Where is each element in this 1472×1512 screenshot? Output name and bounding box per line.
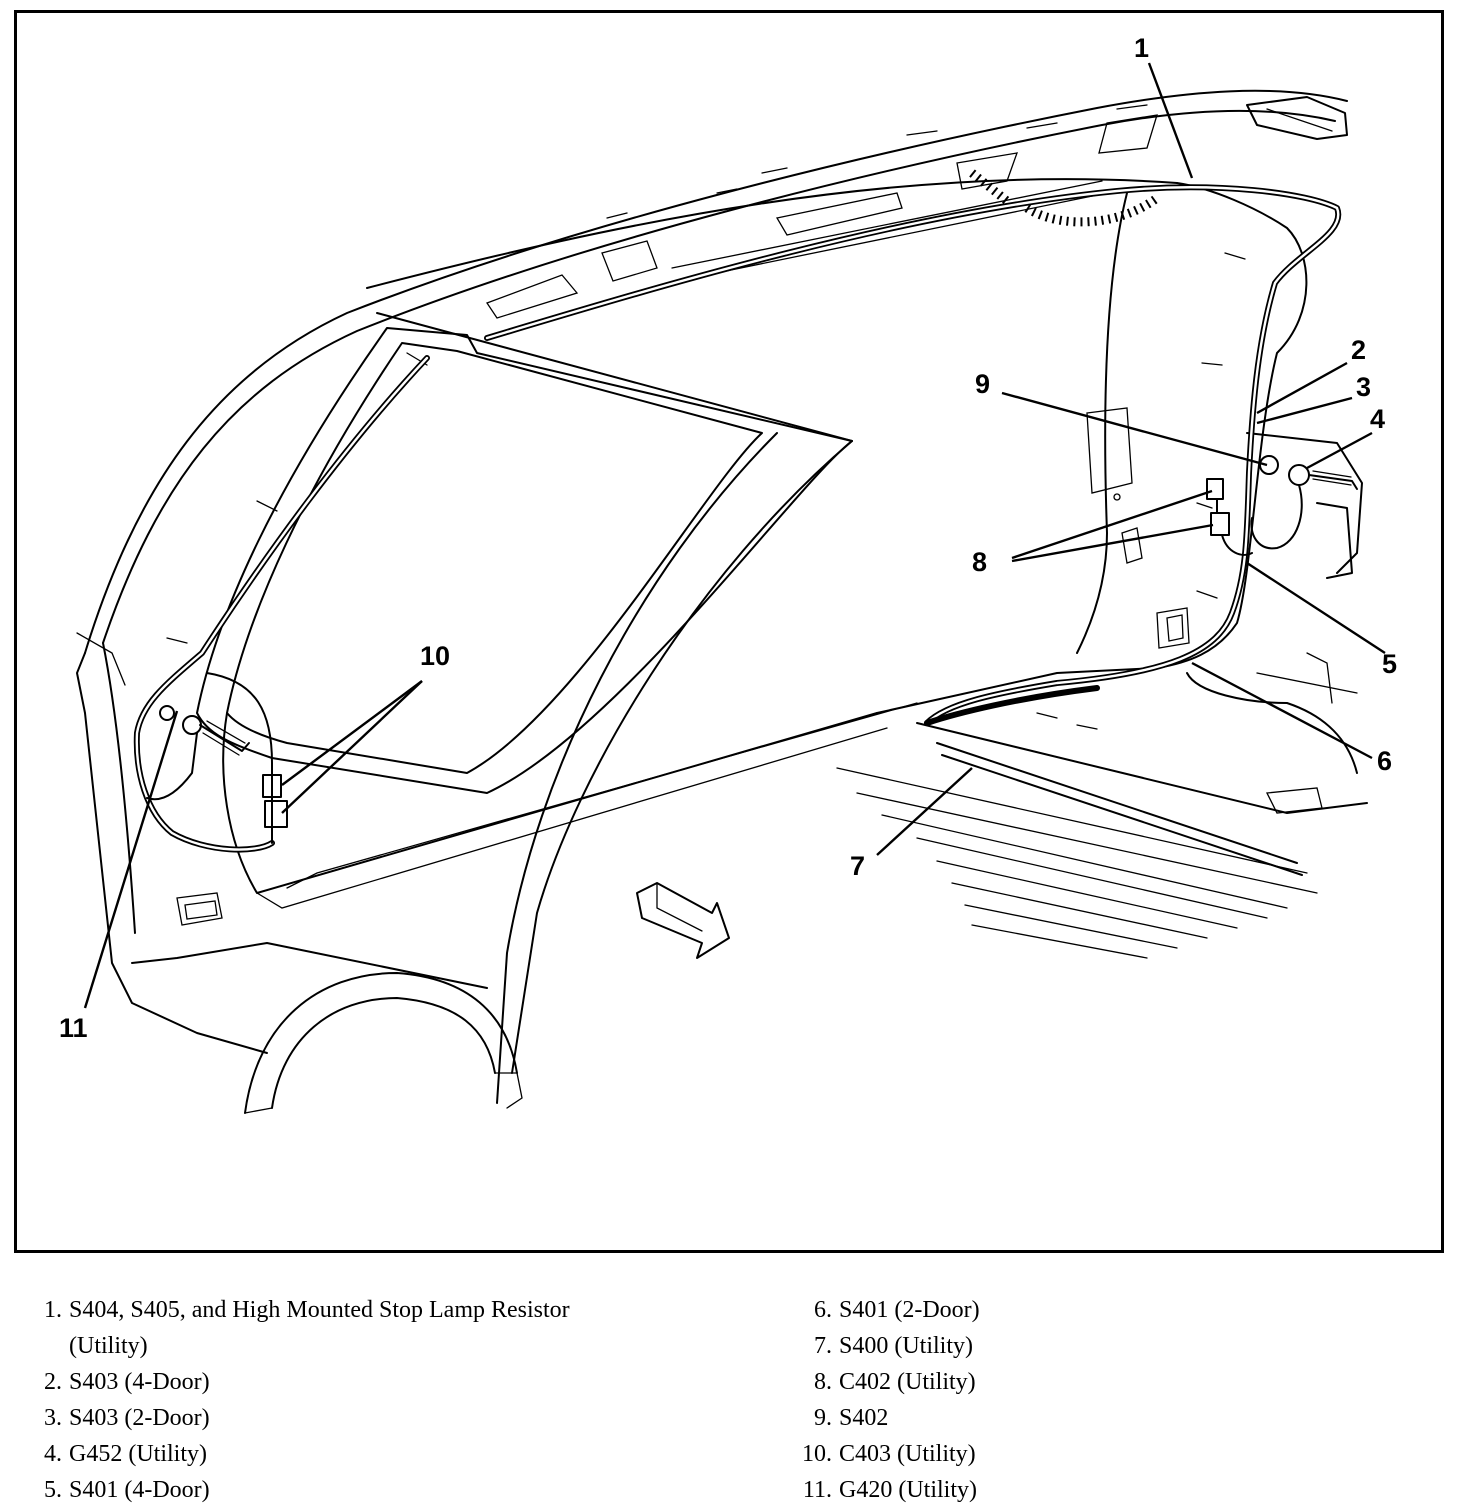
legend-item-1: 1. S404, S405, and High Mounted Stop Lamp…	[0, 1292, 570, 1364]
callouts: 1 2 3 4 5 6 7 8 9 10 11	[59, 33, 1397, 1043]
legend-text-continued: (Utility)	[69, 1333, 148, 1359]
legend-number: 5.	[44, 1477, 62, 1503]
legend-number: 8.	[814, 1369, 832, 1395]
legend-item-10: 10. C403 (Utility)	[0, 1436, 976, 1472]
legend-item-3: 3. S403 (2-Door)	[0, 1400, 210, 1436]
legend-number: 11.	[802, 1477, 832, 1503]
diagram-frame: 1 2 3 4 5 6 7 8 9 10 11	[14, 10, 1444, 1253]
callout-8: 8	[972, 547, 987, 577]
legend-text: G452 (Utility)	[69, 1441, 207, 1467]
callout-9: 9	[975, 369, 990, 399]
callout-1: 1	[1134, 33, 1149, 63]
legend-number: 4.	[44, 1441, 62, 1467]
legend-item-11: 11. G420 (Utility)	[0, 1472, 977, 1508]
legend-number: 7.	[814, 1333, 832, 1359]
legend-text: S401 (4-Door)	[69, 1477, 210, 1503]
body-outline	[76, 89, 1368, 1114]
legend-item-4: 4. G452 (Utility)	[0, 1436, 207, 1472]
legend-text: S402	[839, 1405, 889, 1431]
legend-text: S404, S405, and High Mounted Stop Lamp R…	[69, 1297, 570, 1323]
callout-3: 3	[1356, 372, 1371, 402]
callout-11: 11	[59, 1013, 88, 1043]
legend: 1. S404, S405, and High Mounted Stop Lamp…	[0, 1290, 1472, 1512]
legend-number: 6.	[814, 1297, 832, 1323]
legend-text: S400 (Utility)	[839, 1333, 974, 1359]
legend-item-7: 7. S400 (Utility)	[0, 1328, 973, 1364]
wiring-harness	[133, 184, 1358, 853]
legend-item-5: 5. S401 (4-Door)	[0, 1472, 210, 1508]
legend-number: 9.	[814, 1405, 832, 1431]
legend-item-2: 2. S403 (4-Door)	[0, 1364, 210, 1400]
legend-text: S403 (2-Door)	[69, 1405, 210, 1431]
callout-2: 2	[1351, 335, 1366, 365]
legend-number: 10.	[802, 1441, 832, 1467]
legend-number: 3.	[44, 1405, 62, 1431]
legend-item-9: 9. S402	[0, 1400, 888, 1436]
callout-4: 4	[1370, 404, 1385, 434]
harness-illustration: 1 2 3 4 5 6 7 8 9 10 11	[59, 33, 1397, 1114]
legend-text: C403 (Utility)	[839, 1441, 976, 1467]
callout-7: 7	[850, 851, 865, 881]
leader-lines	[83, 62, 1386, 1009]
callout-10: 10	[420, 641, 450, 671]
legend-number: 2.	[44, 1369, 62, 1395]
legend-item-6: 6. S401 (2-Door)	[0, 1292, 980, 1328]
legend-text: S403 (4-Door)	[69, 1369, 210, 1395]
legend-text: S401 (2-Door)	[839, 1297, 980, 1323]
callout-5: 5	[1382, 649, 1397, 679]
callout-6: 6	[1377, 746, 1392, 776]
legend-text: G420 (Utility)	[839, 1477, 977, 1503]
legend-item-8: 8. C402 (Utility)	[0, 1364, 976, 1400]
legend-number: 1.	[44, 1297, 62, 1323]
legend-text: C402 (Utility)	[839, 1369, 976, 1395]
